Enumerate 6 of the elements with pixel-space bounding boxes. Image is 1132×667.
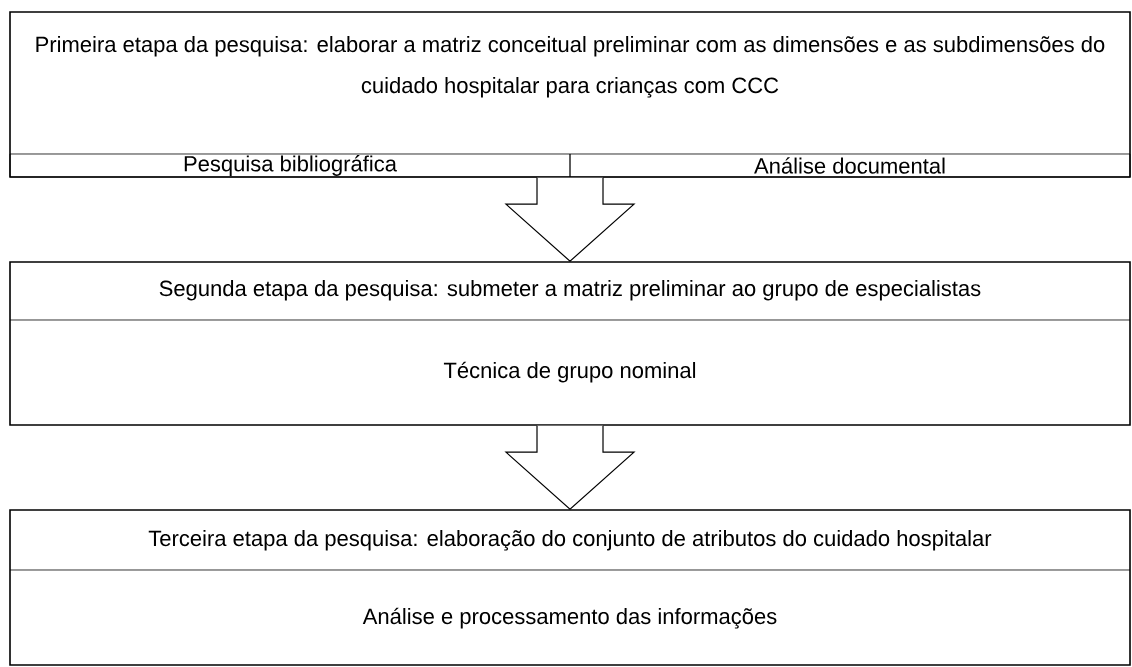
block-arrow — [504, 177, 636, 262]
block-arrow — [504, 425, 636, 510]
table-cell: Análise documental — [569, 153, 1131, 178]
stage-box: Segunda etapa da pesquisa: submeter a matriz preliminar ao grupo de especialistas Técnica de grupo nominal — [9, 261, 1131, 426]
stage-box: Terceira etapa da pesquisa: elaboração do conjunto de atributos do cuidado hospitalar Análise e processamento das informações — [9, 509, 1131, 666]
table-cell: Pesquisa bibliográfica — [9, 153, 571, 178]
